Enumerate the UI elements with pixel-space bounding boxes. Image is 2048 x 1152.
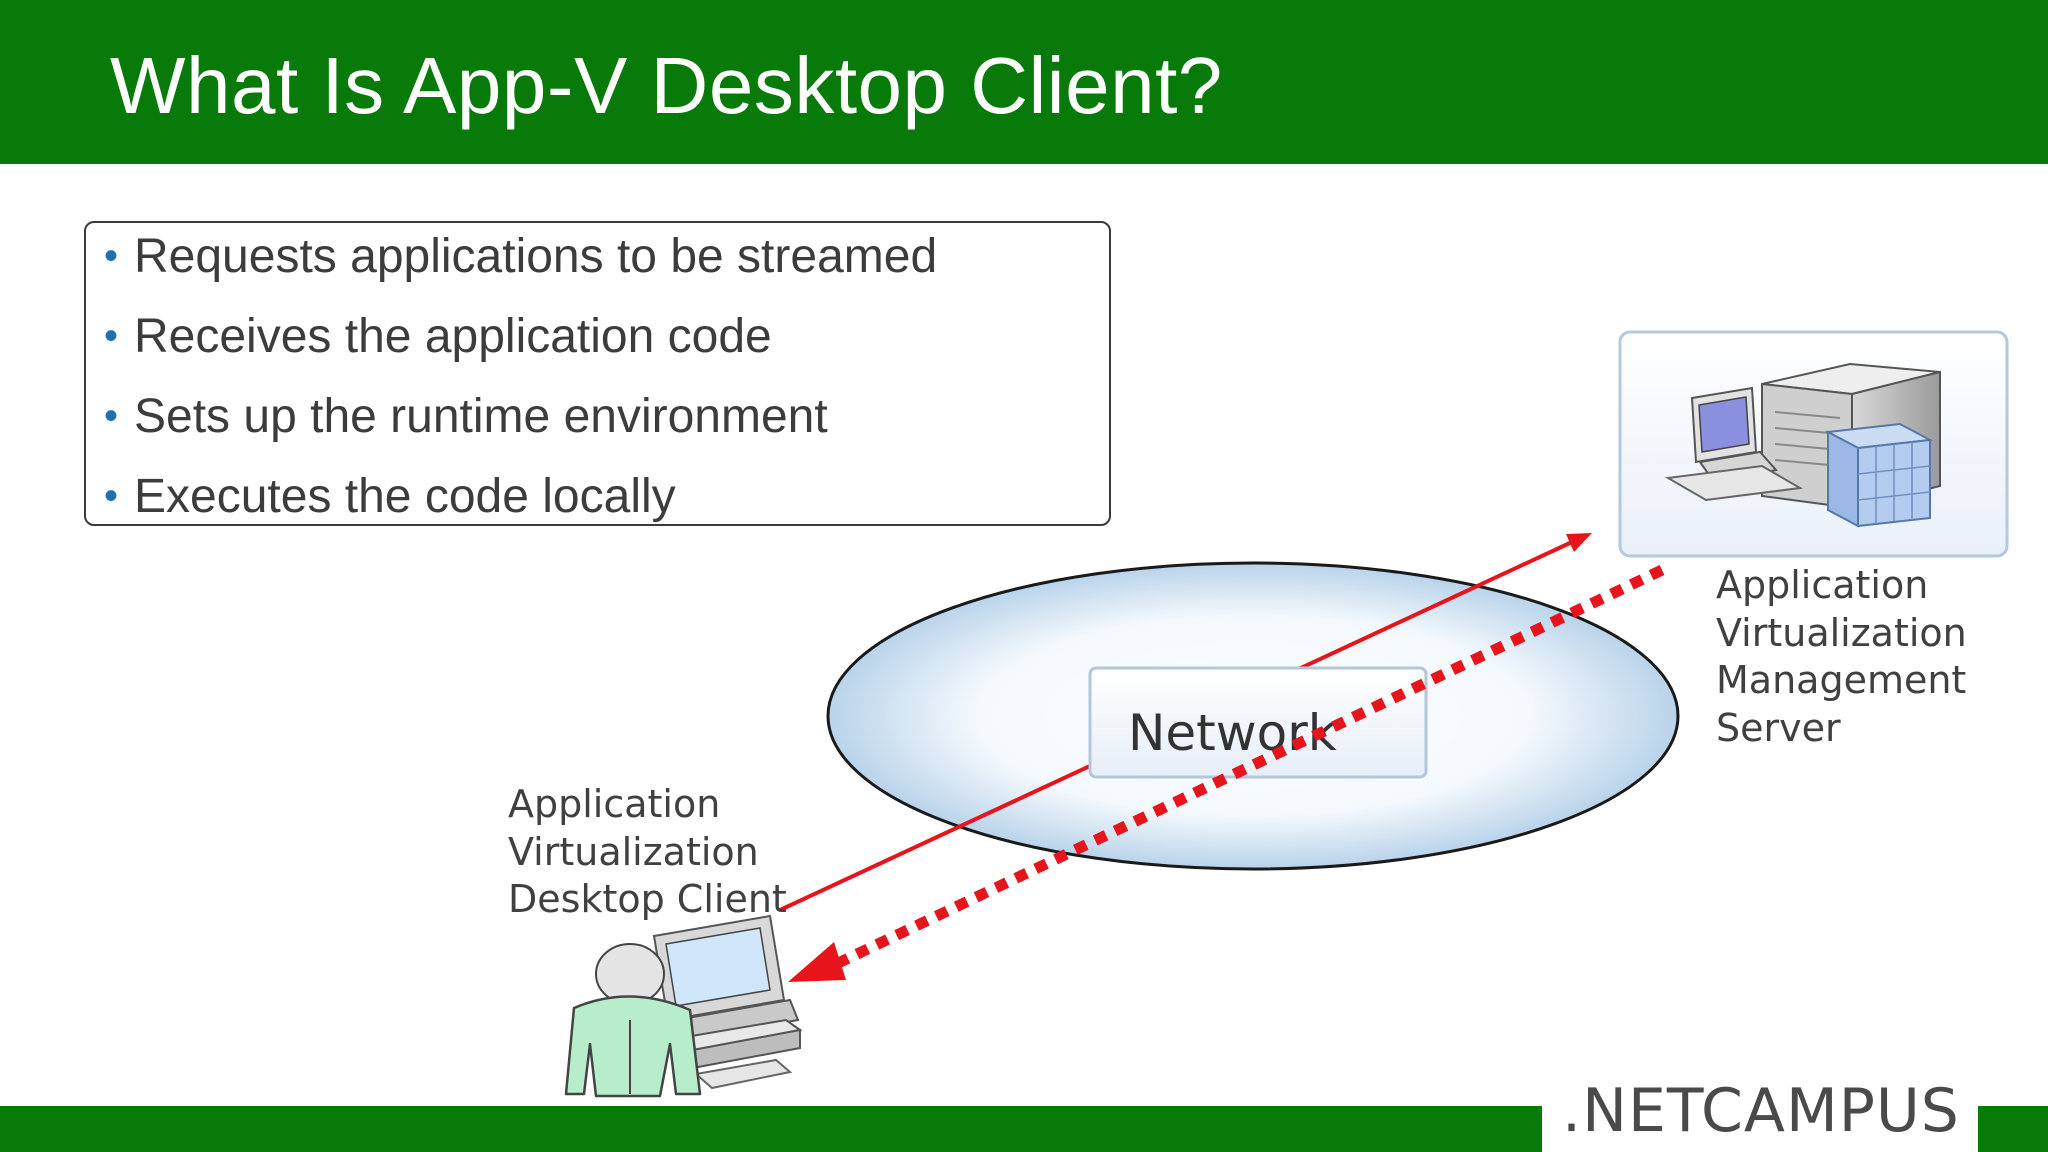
- server-label-line: Application: [1716, 563, 1928, 607]
- title-bar: What Is App-V Desktop Client?: [0, 0, 2048, 164]
- bullet-icon: •: [104, 314, 119, 358]
- client-label-line: Desktop Client: [508, 877, 787, 921]
- client-label-line: Virtualization: [508, 830, 759, 874]
- bullet-text: Sets up the runtime environment: [134, 389, 828, 443]
- bullet-text: Receives the application code: [134, 309, 772, 363]
- server-label: Application Virtualization Management Se…: [1716, 563, 1979, 750]
- server-icon: [1664, 362, 1941, 528]
- bullet-item: • Requests applications to be streamed: [86, 226, 937, 286]
- bullet-item: • Sets up the runtime environment: [86, 386, 828, 446]
- bullet-item: • Receives the application code: [86, 306, 772, 366]
- network-label: Network: [1128, 704, 1337, 762]
- server-label-line: Management: [1716, 658, 1966, 702]
- bullet-text: Executes the code locally: [134, 469, 676, 523]
- client-label: Application Virtualization Desktop Clien…: [508, 782, 787, 921]
- bullet-icon: •: [104, 394, 119, 438]
- bullet-item: • Executes the code locally: [86, 466, 676, 526]
- slide-title: What Is App-V Desktop Client?: [110, 41, 1223, 130]
- bullet-box: • Requests applications to be streamed •…: [84, 221, 1111, 526]
- netcampus-logo: .NETCAMPUS: [1562, 1076, 1960, 1146]
- server-label-line: Virtualization: [1716, 611, 1967, 655]
- bullet-text: Requests applications to be streamed: [134, 229, 938, 283]
- network-box: [1088, 666, 1428, 779]
- request-arrowhead: [1566, 533, 1592, 552]
- stream-arrowhead: [788, 942, 846, 982]
- client-label-line: Application: [508, 782, 720, 826]
- footer-bar-left: [0, 1106, 1542, 1152]
- bullet-icon: •: [104, 474, 119, 518]
- client-icon: [564, 914, 803, 1098]
- footer-bar-right: [1978, 1106, 2048, 1152]
- server-label-line: Server: [1716, 706, 1841, 750]
- bullet-icon: •: [104, 234, 119, 278]
